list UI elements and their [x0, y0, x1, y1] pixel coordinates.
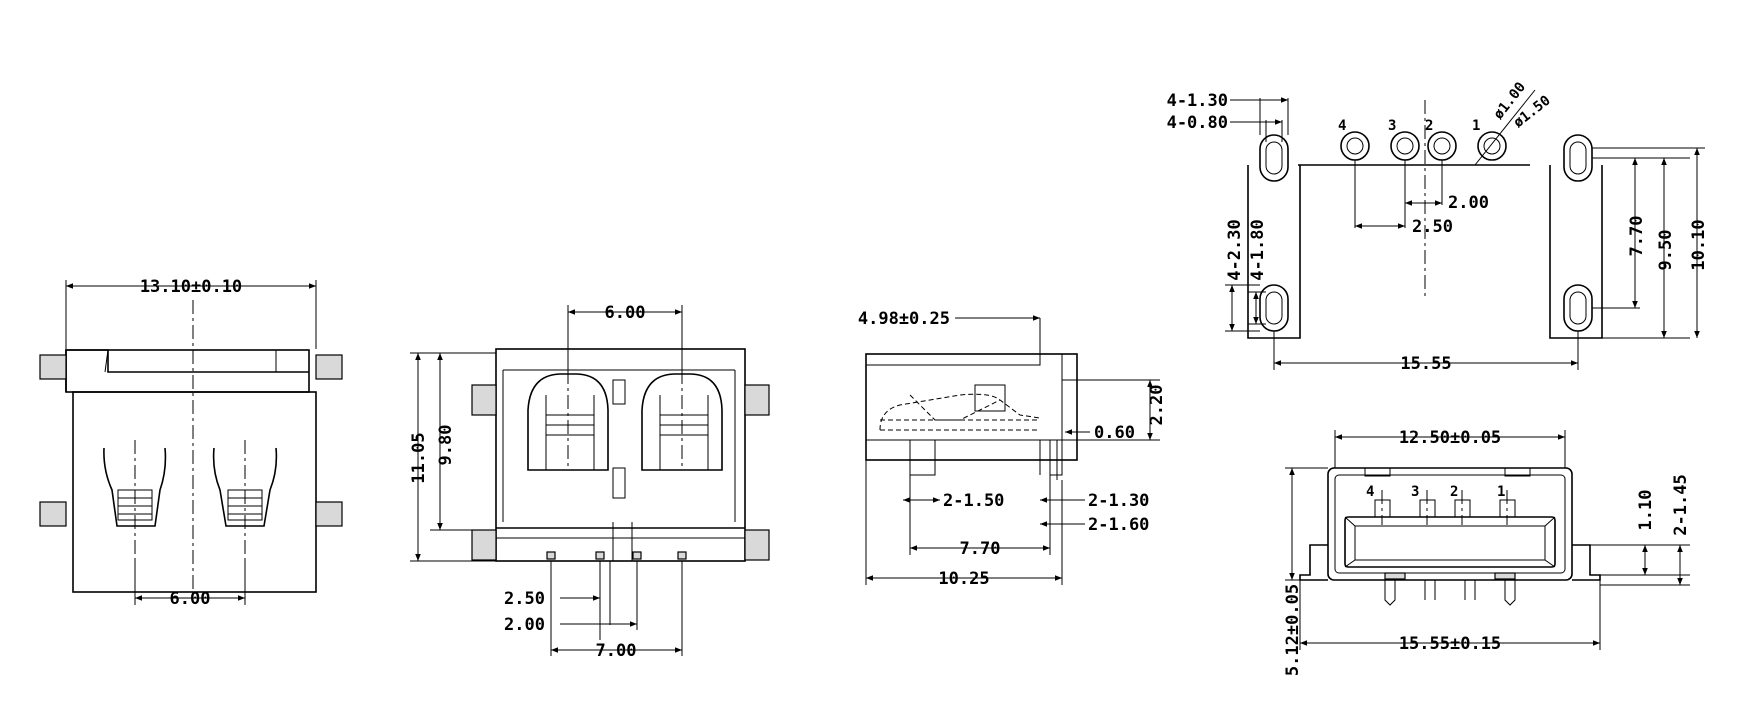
front-pin-spacing-label: 6.00	[170, 589, 211, 609]
receptacle-face-view: 4 3 2 1 12.50±0.05 1.10 2-1.45 5.12±0.05…	[1283, 428, 1691, 676]
side-height-label: 2.20	[1147, 385, 1167, 426]
footprint-pin-2: 2	[1425, 118, 1433, 134]
side-pin-c-label: 2-1.60	[1088, 515, 1149, 535]
pcb-footprint-view: 4 3 2 1 ø1.00 ø1.50 4-1.30 4-0.80 2.00 2…	[1167, 79, 1709, 374]
face-height-label: 5.12±0.05	[1283, 584, 1303, 676]
footprint-pin-1: 1	[1472, 118, 1480, 134]
front-width-label: 13.10±0.10	[140, 277, 242, 297]
slot-len-b-label: 4-1.80	[1248, 219, 1268, 280]
top-height-outer-label: 11.05	[409, 432, 429, 483]
height-outer-label: 10.10	[1689, 219, 1709, 270]
pitch-small-label: 2.00	[1448, 193, 1489, 213]
face-pin-4: 4	[1366, 484, 1374, 500]
footprint-pin-3: 3	[1388, 118, 1396, 134]
face-pin-1: 1	[1497, 484, 1505, 500]
footprint-width-label: 15.55	[1400, 354, 1451, 374]
side-pin-b-label: 2-1.30	[1088, 491, 1149, 511]
face-pin-3: 3	[1411, 484, 1419, 500]
side-gap-label: 0.60	[1094, 423, 1135, 443]
height-inner-label: 7.70	[1627, 216, 1647, 257]
height-mid-label: 9.50	[1656, 230, 1676, 271]
pin-holes	[1340, 131, 1507, 161]
face-width-label: 12.50±0.05	[1399, 428, 1501, 448]
side-view: 4.98±0.25 2.20 0.60 2-1.50 2-1.30 2-1.60…	[858, 309, 1167, 589]
slot-len-a-label: 4-2.30	[1225, 219, 1245, 280]
top-span-label: 7.00	[596, 641, 637, 661]
front-view: 13.10±0.10 6.00	[39, 277, 343, 609]
side-offset-label: 4.98±0.25	[858, 309, 950, 329]
tab-label: 1.10	[1636, 490, 1656, 531]
side-inner-len-label: 7.70	[960, 539, 1001, 559]
top-view: 6.00 11.05 9.80 2.50 2.00 7.00	[409, 303, 770, 661]
face-overall-width-label: 15.55±0.15	[1399, 634, 1501, 654]
footprint-pin-4: 4	[1338, 118, 1346, 134]
side-overall-len-label: 10.25	[938, 569, 989, 589]
face-pin-2: 2	[1450, 484, 1458, 500]
top-width-label: 6.00	[605, 303, 646, 323]
top-height-inner-label: 9.80	[436, 425, 456, 466]
slot-width-label: 4-1.30	[1167, 91, 1228, 111]
top-pitch-b-label: 2.00	[504, 615, 545, 635]
tab-total-label: 2-1.45	[1671, 474, 1691, 535]
pitch-large-label: 2.50	[1412, 217, 1453, 237]
side-pin-a-label: 2-1.50	[943, 491, 1004, 511]
slot-height-label: 4-0.80	[1167, 113, 1228, 133]
top-pitch-a-label: 2.50	[504, 589, 545, 609]
